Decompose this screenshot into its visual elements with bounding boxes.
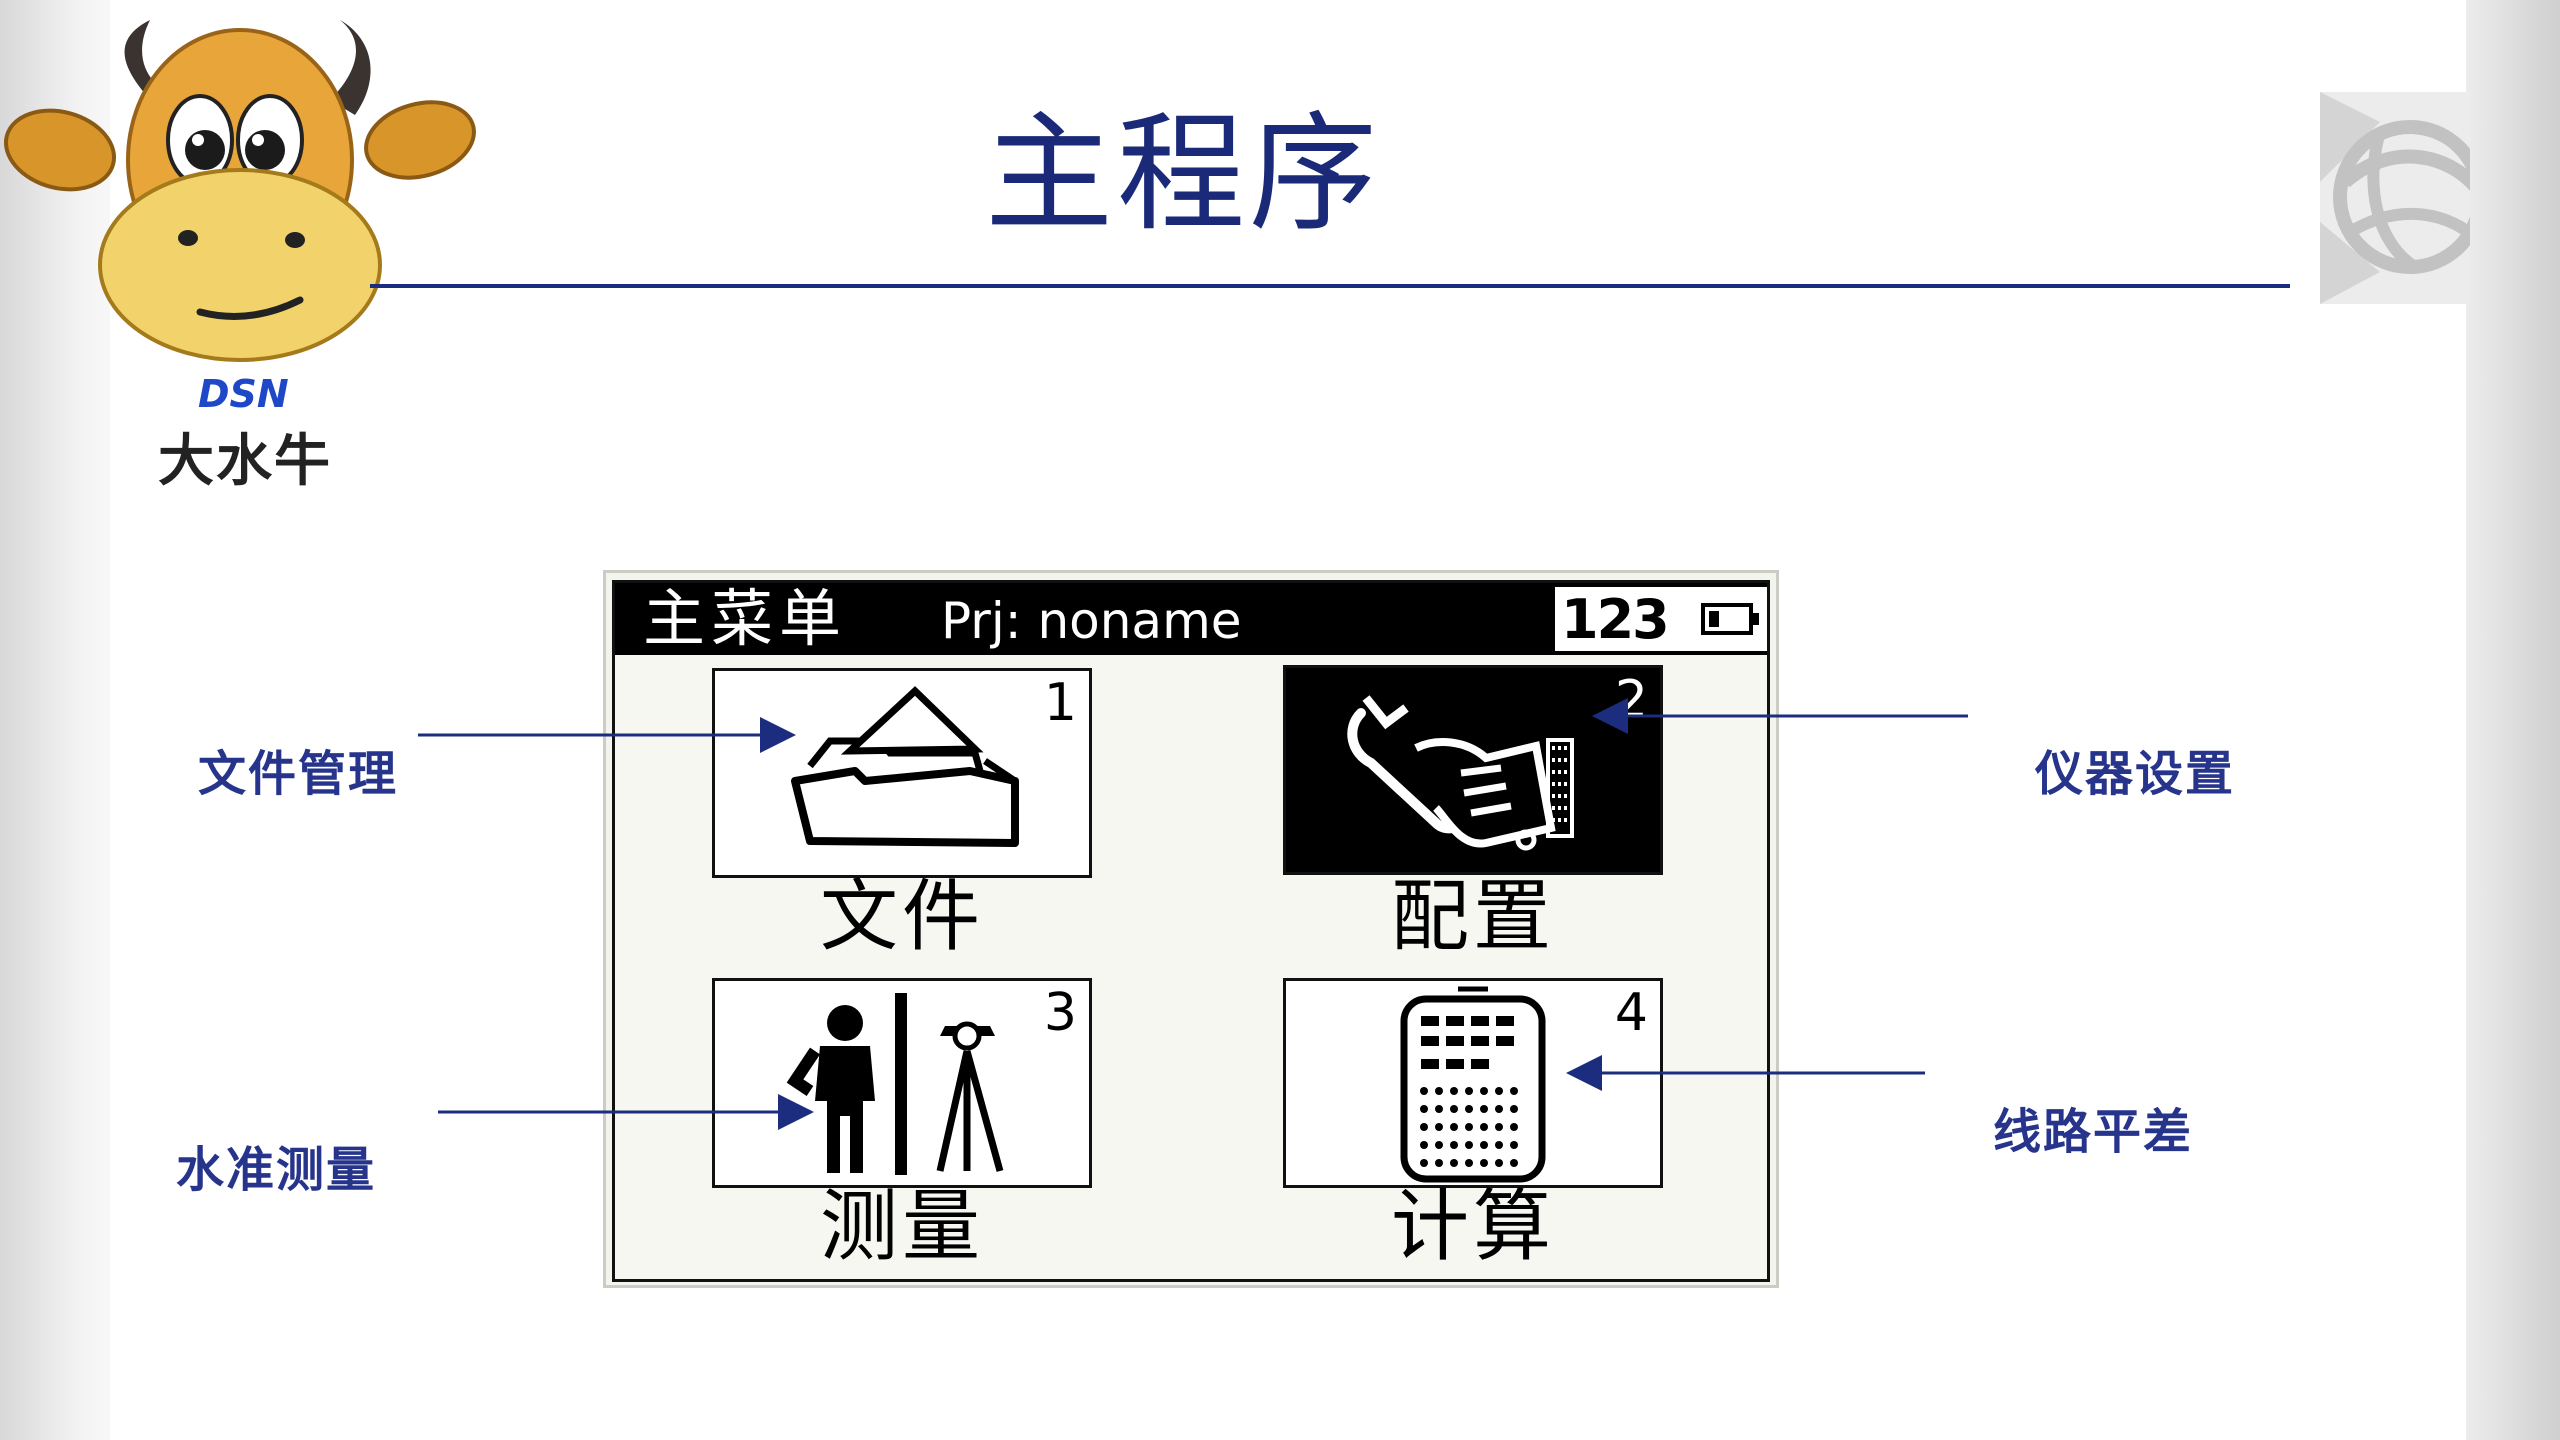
title-divider (370, 284, 2290, 288)
menu-tile-file[interactable]: 1 (712, 668, 1092, 878)
menu-tile-config[interactable]: 2 (1283, 665, 1663, 875)
tile-number: 2 (1614, 670, 1648, 730)
tile-label-compute: 计算 (1390, 1182, 1555, 1272)
brand-name: 大水牛 (158, 428, 332, 494)
device-status-bar: 主菜单 Prj: noname 123 (615, 583, 1767, 655)
project-name: Prj: noname (941, 592, 1242, 650)
input-mode-indicator: 123 (1561, 588, 1670, 651)
tile-label-measure: 测量 (819, 1182, 984, 1272)
globe-logo-icon (2320, 92, 2470, 304)
menu-title: 主菜单 (643, 582, 848, 655)
callout-instrument-settings: 仪器设置 (2035, 746, 2236, 802)
surveyor-tripod-icon (786, 993, 1004, 1175)
tile-label-config: 配置 (1390, 872, 1555, 962)
status-indicators: 123 (1555, 587, 1767, 651)
buffalo-mascot-icon (3, 20, 476, 362)
tile-number: 1 (1043, 673, 1077, 733)
wrench-hand-icon (1347, 695, 1574, 851)
menu-tile-measure[interactable]: 3 (712, 978, 1092, 1188)
tile-label-file: 文件 (819, 872, 984, 962)
tile-number: 4 (1614, 983, 1648, 1043)
callout-file-management: 文件管理 (198, 746, 399, 802)
folder-icon (791, 686, 1019, 847)
brand-code: DSN (198, 372, 289, 416)
tile-number: 3 (1043, 983, 1077, 1043)
callout-leveling-survey: 水准测量 (176, 1142, 377, 1198)
slide-title: 主程序 (985, 100, 1382, 249)
battery-icon (1701, 603, 1759, 635)
callout-line-adjustment: 线路平差 (1993, 1104, 2194, 1160)
calculator-icon (1400, 986, 1546, 1183)
menu-tile-compute[interactable]: 4 (1283, 978, 1663, 1188)
